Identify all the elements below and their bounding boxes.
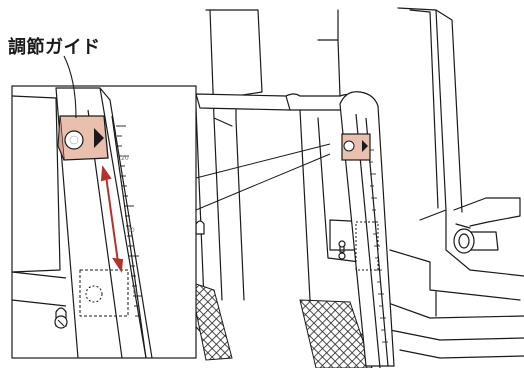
inset-tick-label-0: 0 xyxy=(133,289,137,296)
guide-knob xyxy=(65,131,83,149)
main-adjustment-guide xyxy=(342,134,370,160)
inset-adjustment-guide xyxy=(58,116,108,160)
inset-tick-label-20: 20 xyxy=(121,155,129,162)
inset-tick-label-10: 10 xyxy=(127,227,135,234)
